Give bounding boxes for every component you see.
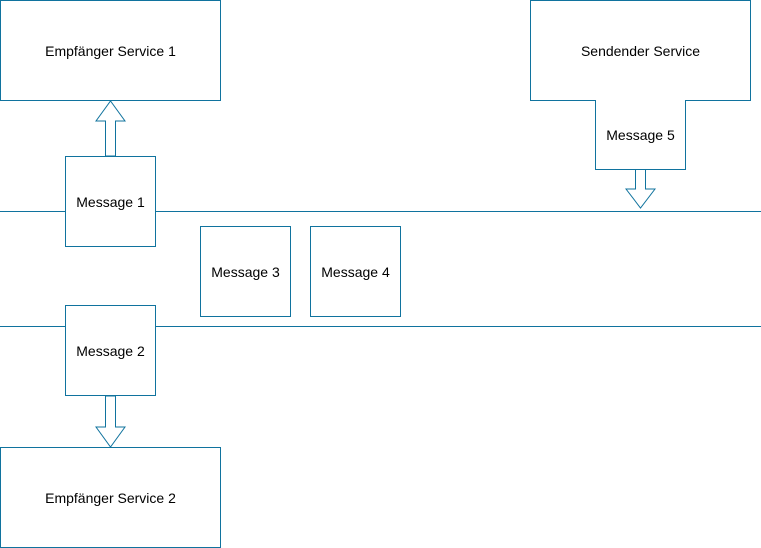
- message-3-label: Message 3: [211, 263, 280, 280]
- receiver-service-1-box: Empfänger Service 1: [0, 0, 221, 101]
- receiver-service-1-label: Empfänger Service 1: [45, 42, 176, 59]
- bus-line-bottom: [0, 326, 761, 327]
- message-2-box: Message 2: [65, 305, 156, 396]
- message-2-label: Message 2: [76, 342, 145, 359]
- message-1-box: Message 1: [65, 156, 156, 247]
- message-5-label: Message 5: [606, 126, 675, 143]
- receiver-service-2-label: Empfänger Service 2: [45, 489, 176, 506]
- receiver-service-2-box: Empfänger Service 2: [0, 447, 221, 548]
- arrow-up-to-receiver-1: [95, 100, 126, 157]
- bus-line-top: [0, 211, 761, 212]
- arrow-down-to-receiver-2: [95, 395, 126, 448]
- sender-service-label: Sendender Service: [580, 42, 701, 59]
- message-3-box: Message 3: [200, 226, 291, 317]
- arrow-down-from-sender: [624, 168, 657, 209]
- message-1-label: Message 1: [76, 193, 145, 210]
- message-4-label: Message 4: [321, 263, 390, 280]
- sender-service-box: Sendender Service: [530, 0, 751, 101]
- message-5-box: Message 5: [595, 100, 686, 170]
- message-4-box: Message 4: [310, 226, 401, 317]
